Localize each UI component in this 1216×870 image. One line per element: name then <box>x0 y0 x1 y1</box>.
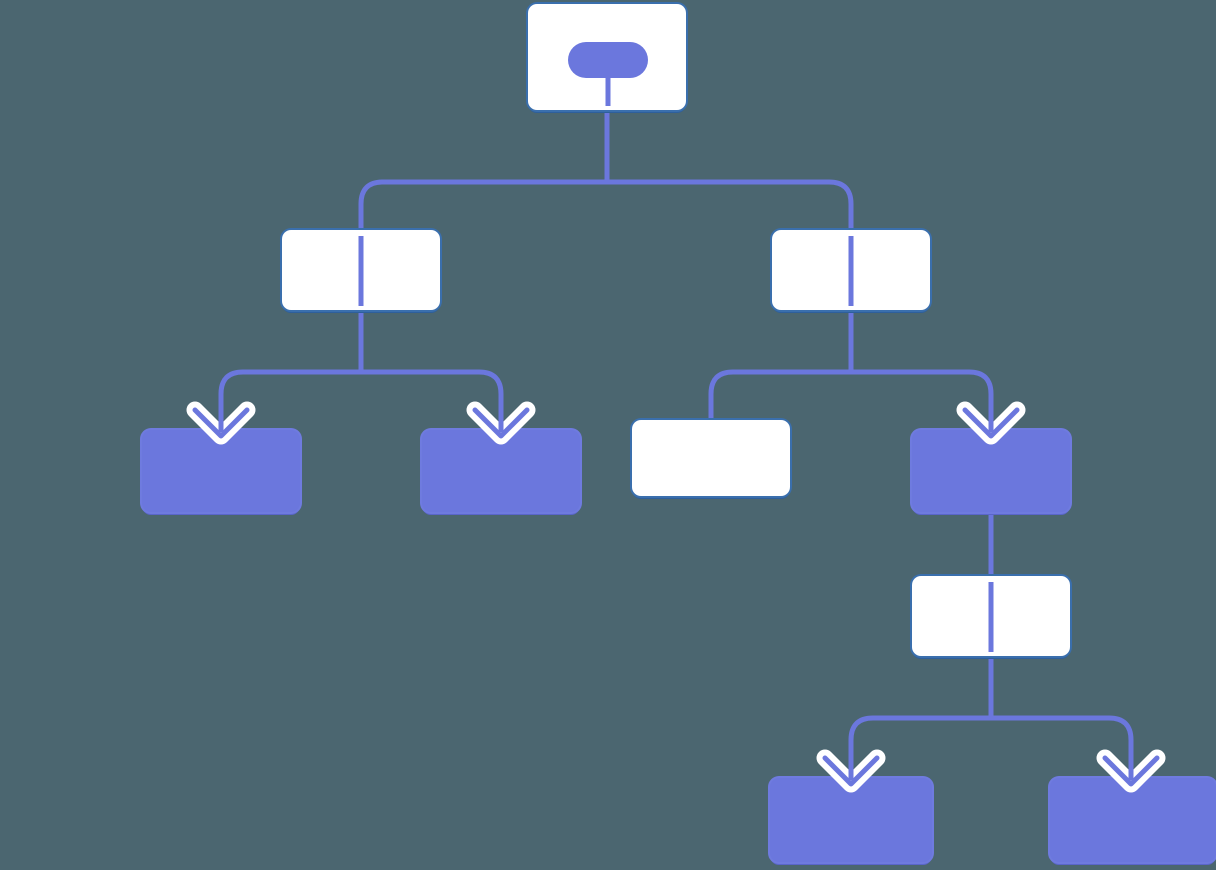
edge-path <box>361 369 504 432</box>
root-node-pill[interactable] <box>568 42 648 78</box>
diagram-node-n8[interactable] <box>770 778 932 862</box>
diagram-node-n2[interactable] <box>772 230 930 310</box>
diagram-node-n5[interactable] <box>632 420 790 496</box>
diagram-node-n1[interactable] <box>282 230 440 310</box>
edge-path <box>708 369 851 422</box>
diagram-node-n4[interactable] <box>422 430 580 512</box>
edge-path <box>848 715 991 780</box>
edge-path <box>607 179 854 232</box>
edge-path <box>851 369 994 432</box>
edge-path <box>991 715 1134 780</box>
edge-path <box>358 179 607 232</box>
diagram-node-n9[interactable] <box>1050 778 1216 862</box>
diagram-node-n6[interactable] <box>912 430 1070 512</box>
diagram-node-n3[interactable] <box>142 430 300 512</box>
diagram-node-n7[interactable] <box>912 576 1070 656</box>
edge-path <box>218 369 361 432</box>
